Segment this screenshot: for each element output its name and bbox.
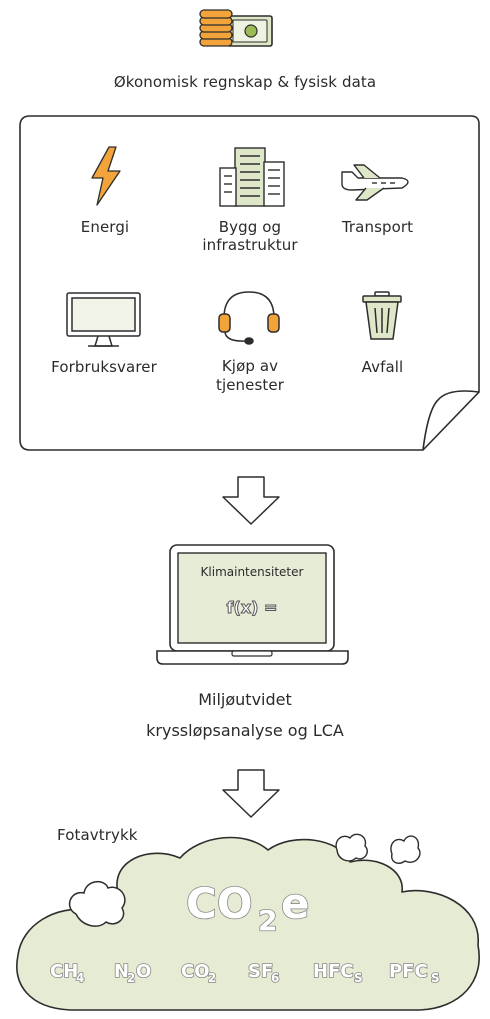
laptop-screen-title: Klimaintensiteter [200, 565, 304, 579]
analysis-line-1: Miljøutvidet [198, 690, 292, 709]
gas-hfcs: HFC S [312, 960, 363, 986]
svg-text:4: 4 [76, 971, 84, 985]
laptop-icon [156, 544, 349, 665]
svg-text:2: 2 [208, 971, 216, 985]
footprint-label: Fotavtrykk [57, 826, 138, 844]
svg-text:N: N [114, 961, 129, 982]
category-label-forbruksvarer: Forbruksvarer [51, 358, 157, 376]
category-label-energi: Energi [80, 218, 130, 236]
trash-can-icon [362, 291, 402, 340]
svg-text:e: e [281, 879, 310, 928]
category-label-transport: Transport [341, 218, 414, 236]
co2e-label: CO 2 e [185, 878, 310, 938]
page-title: Økonomisk regnskap & fysisk data [113, 73, 377, 91]
svg-text:HFC: HFC [313, 961, 354, 982]
svg-text:PFC: PFC [389, 961, 428, 982]
svg-text:O: O [136, 961, 151, 982]
down-arrow-1 [222, 476, 280, 525]
analysis-line-2: kryssløpsanalyse og LCA [146, 721, 344, 740]
svg-text:CH: CH [50, 961, 78, 982]
laptop-formula: f(x) = [226, 598, 278, 618]
svg-text:2: 2 [258, 904, 277, 937]
monitor-icon [66, 292, 141, 347]
svg-text:CO: CO [181, 961, 210, 982]
gas-n2o: N 2 O [113, 960, 152, 986]
airplane-icon [341, 164, 409, 201]
category-label-avfall: Avfall [361, 358, 404, 376]
svg-text:S: S [431, 971, 440, 985]
gas-ch4: CH 4 [49, 960, 85, 986]
money-stack-icon [199, 9, 273, 47]
building-icon [219, 147, 285, 207]
category-label-kjop: Kjøp av tjenester [215, 357, 284, 394]
svg-text:SF: SF [248, 961, 273, 982]
category-label-bygg: Bygg og infrastruktur [202, 218, 298, 254]
headset-icon [218, 291, 280, 345]
gas-co2: CO 2 [180, 960, 217, 986]
gas-row: CH 4 N 2 O CO 2 SF 6 HFC S PFC S [49, 960, 440, 986]
gas-sf6: SF 6 [247, 960, 280, 986]
svg-text:CO: CO [186, 879, 253, 928]
emissions-cloud [16, 833, 480, 1011]
down-arrow-2 [222, 769, 280, 818]
lightning-icon [91, 146, 121, 206]
svg-text:2: 2 [127, 971, 135, 985]
gas-pfcs: PFC S [388, 960, 440, 986]
svg-text:6: 6 [271, 971, 279, 985]
svg-text:S: S [354, 971, 363, 985]
